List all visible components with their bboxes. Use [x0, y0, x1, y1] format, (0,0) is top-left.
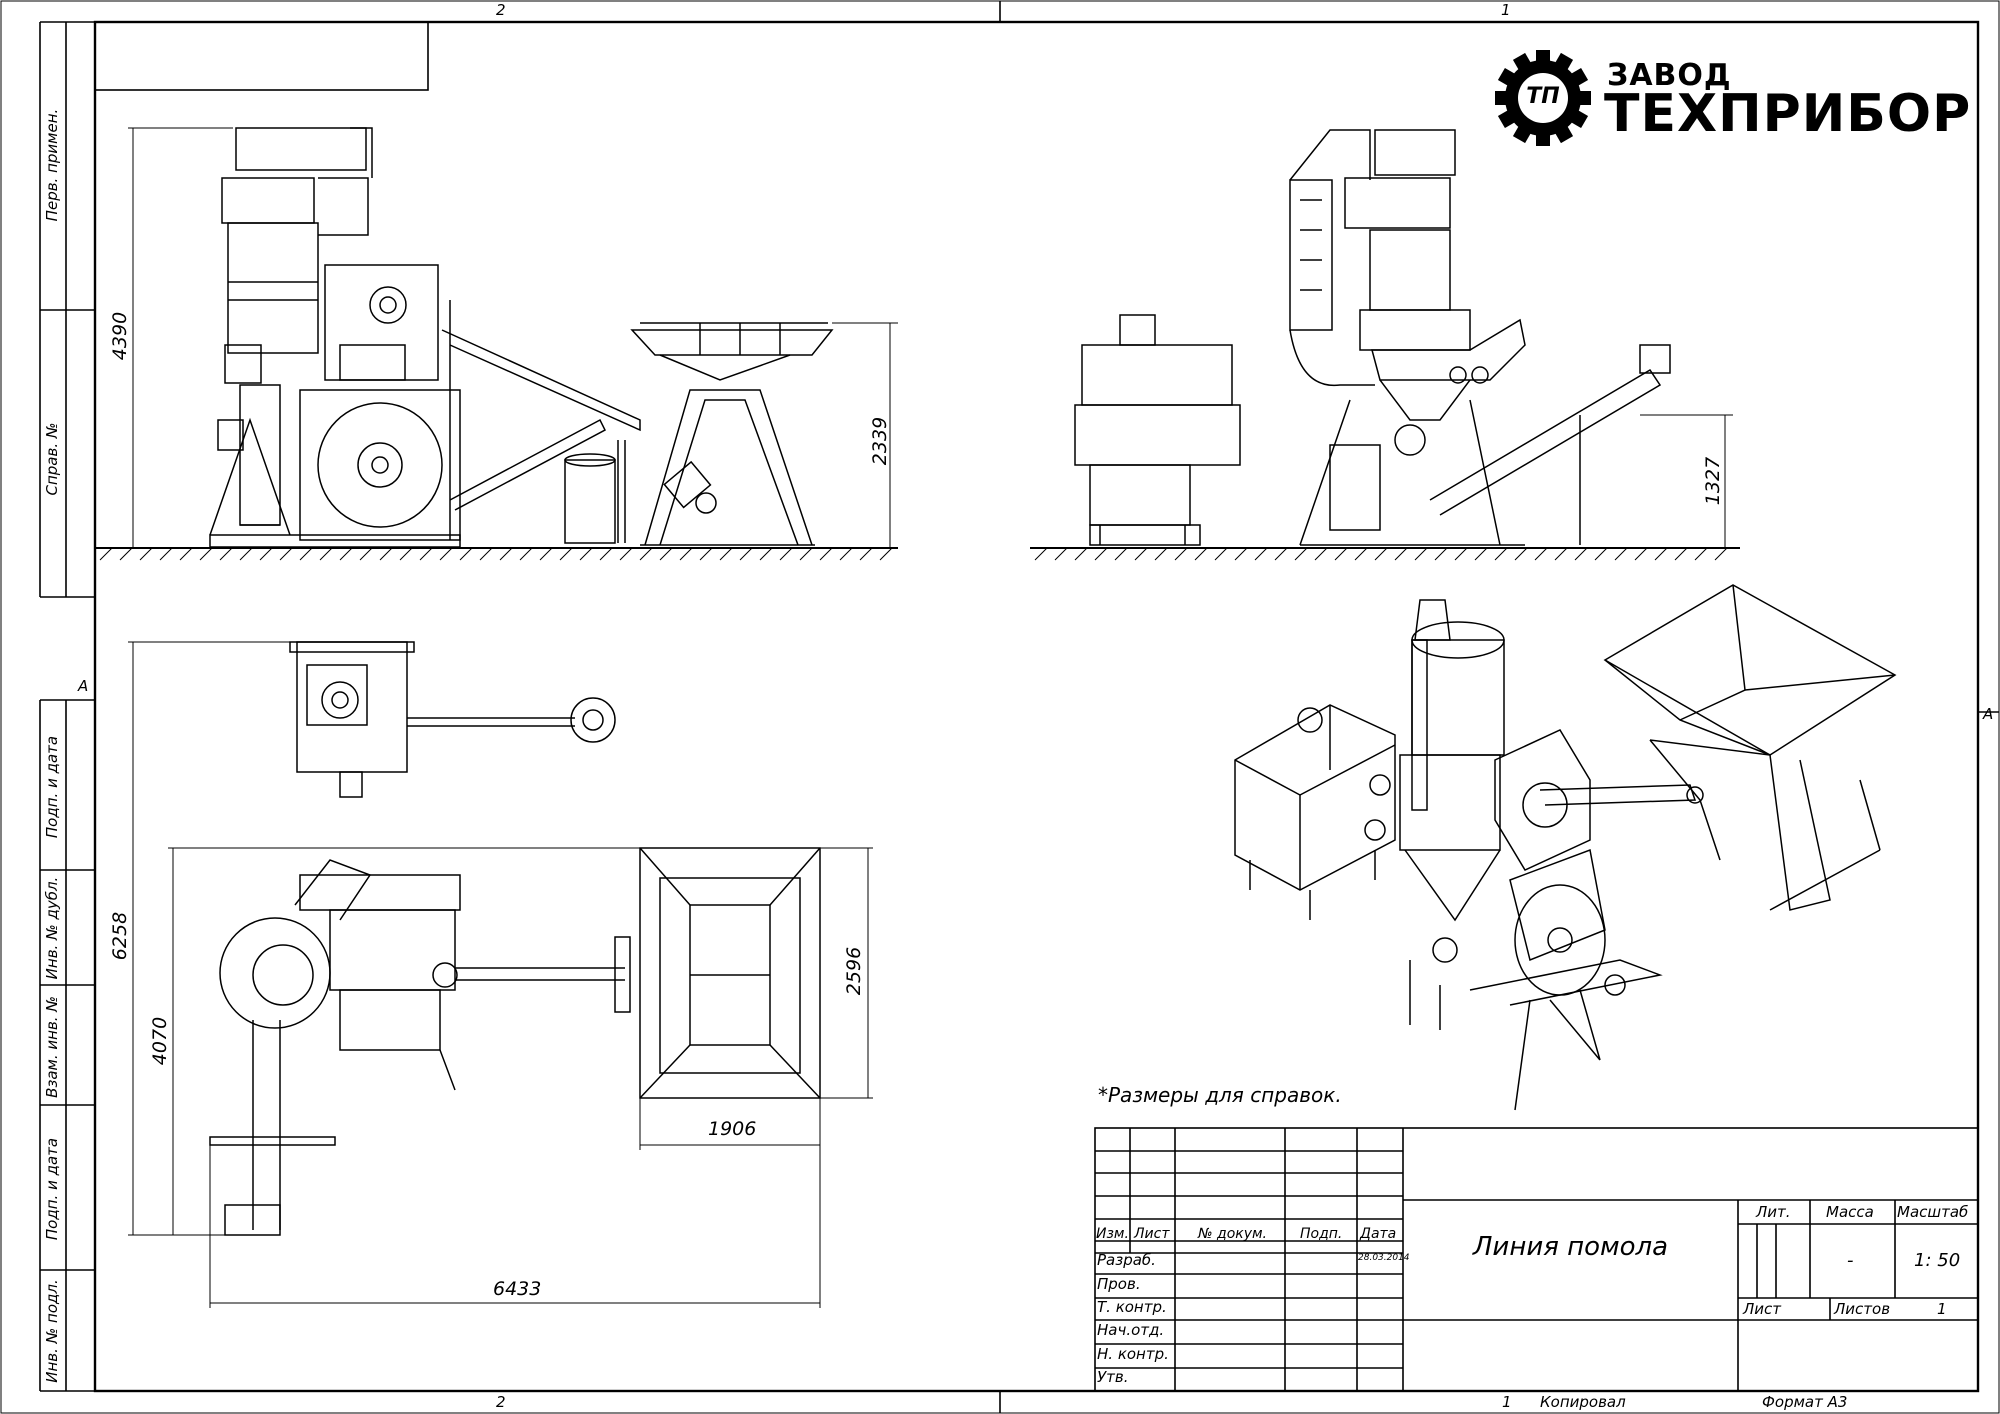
tb-masshtab-label: Масштаб — [1897, 1203, 1969, 1221]
tb-row-n-kontr: Н. контр. — [1097, 1345, 1169, 1363]
front-view-drawing — [95, 127, 898, 561]
reference-note: *Размеры для справок. — [1098, 1083, 1342, 1107]
tb-scale-value: 1: 50 — [1914, 1250, 1961, 1271]
tb-massa-value: - — [1847, 1250, 1854, 1271]
tb-lit-label: Лит. — [1756, 1203, 1791, 1221]
tb-header-podp: Подп. — [1300, 1226, 1343, 1242]
dim-6258: 6258 — [109, 911, 131, 961]
tb-row-utv: Утв. — [1097, 1368, 1129, 1386]
tb-header-izm: Изм. — [1096, 1226, 1129, 1242]
footer-kopiroval: Копировал — [1540, 1393, 1626, 1411]
tb-header-doc-no: № докум. — [1198, 1226, 1268, 1242]
stamp-podp-data-1: Подп. и дата — [43, 735, 61, 839]
drawing-title: Линия помола — [1472, 1232, 1669, 1262]
tb-row-prov: Пров. — [1097, 1275, 1141, 1293]
zone-label-top-right: 1 — [1501, 1, 1511, 19]
stamp-inv-podl: Инв. № подл. — [43, 1279, 61, 1383]
footer-zone-label: 1 — [1502, 1393, 1512, 1411]
tb-row-razrab-date: 28.03.2014 — [1358, 1253, 1410, 1263]
stamp-podp-data-2: Подп. и дата — [43, 1137, 61, 1241]
tb-listov-label: Листов — [1834, 1300, 1891, 1318]
stamp-sprav-no: Справ. № — [43, 422, 61, 496]
stamp-vzam-inv: Взам. инв. № — [43, 996, 61, 1098]
logo-gear-icon — [1495, 50, 1591, 146]
plan-view-drawing — [128, 641, 873, 1308]
zone-label-bottom-left: 2 — [496, 1393, 506, 1411]
isometric-view-drawing — [1234, 584, 1897, 1111]
dim-4390: 4390 — [109, 311, 131, 361]
zone-label-right-a: A — [1983, 705, 1994, 723]
logo-emblem-text: ТП — [1526, 84, 1560, 109]
tb-massa-label: Масса — [1826, 1203, 1874, 1221]
tb-header-list: Лист — [1134, 1226, 1170, 1242]
side-view-drawing — [1030, 129, 1740, 561]
dim-1906: 1906 — [708, 1118, 757, 1140]
dim-2596: 2596 — [843, 946, 865, 996]
dim-4070: 4070 — [149, 1016, 171, 1066]
tb-header-data: Дата — [1360, 1226, 1397, 1242]
tb-row-razrab: Разраб. — [1097, 1251, 1156, 1269]
dim-2339: 2339 — [869, 416, 891, 466]
footer-format: Формат А3 — [1762, 1393, 1848, 1411]
dim-6433: 6433 — [493, 1278, 542, 1300]
dim-1327: 1327 — [1702, 456, 1724, 506]
stamp-perv-primen: Перв. примен. — [43, 108, 61, 222]
zone-label-top-left: 2 — [496, 1, 506, 19]
zone-label-left-a: A — [78, 677, 89, 695]
tb-row-t-kontr: Т. контр. — [1097, 1298, 1167, 1316]
tb-listov-value: 1 — [1937, 1300, 1947, 1318]
logo-line1: ЗАВОД — [1607, 58, 1732, 93]
tb-list-label: Лист — [1743, 1300, 1782, 1318]
tb-row-nach-otd: Нач.отд. — [1097, 1321, 1165, 1339]
logo-line2: ТЕХПРИБОР — [1604, 84, 1972, 144]
